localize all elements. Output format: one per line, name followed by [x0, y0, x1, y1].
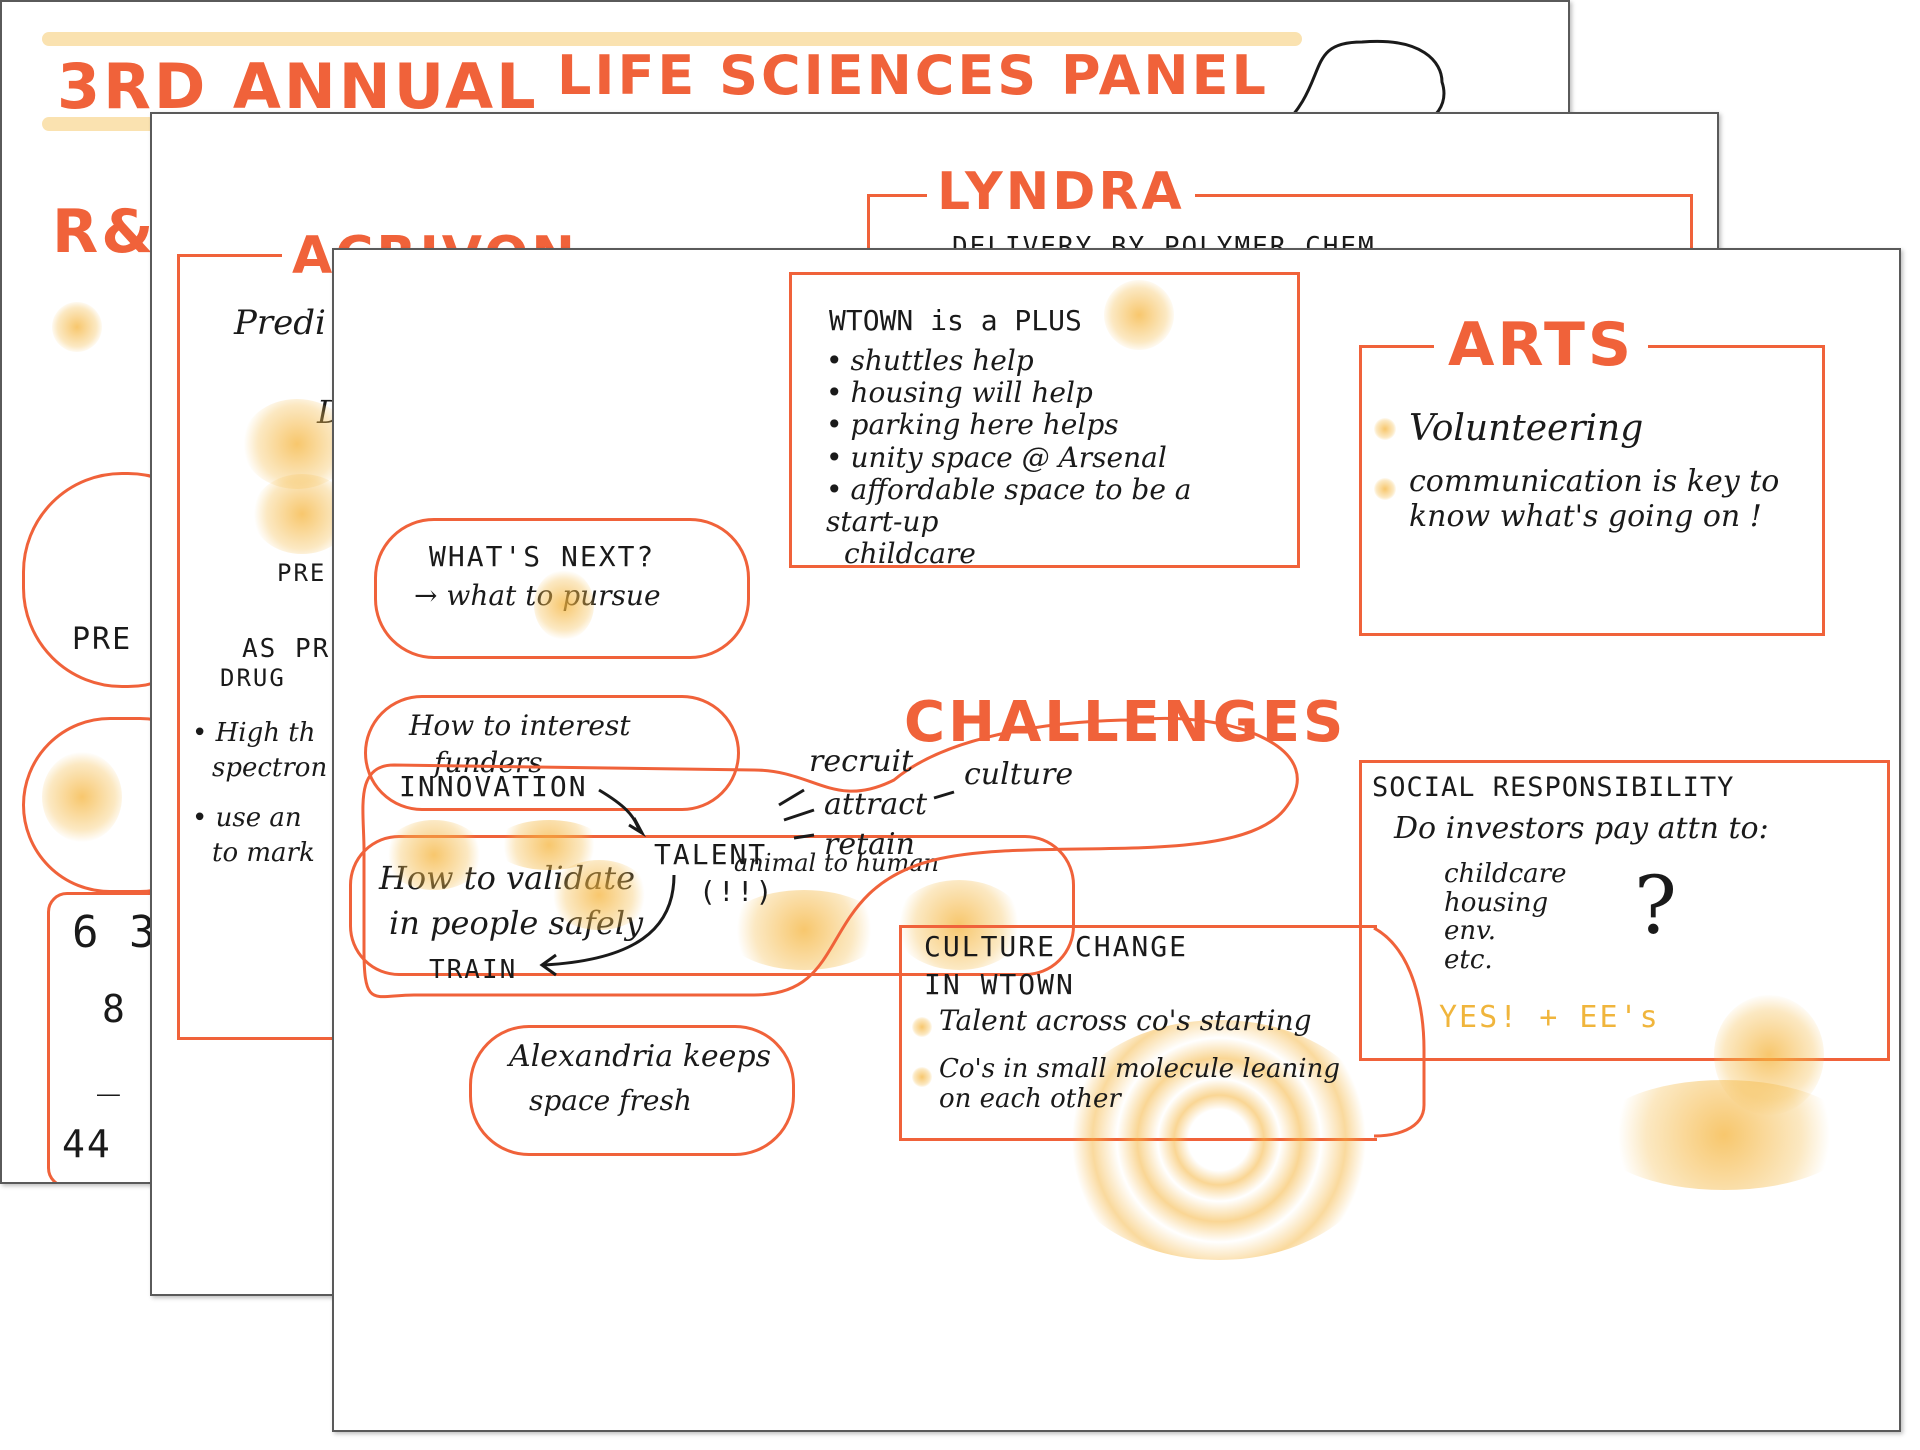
culture-change-title2: IN WTOWN [924, 968, 1075, 1001]
yellow-spiral [1054, 1020, 1384, 1260]
social-question: Do investors pay attn to: [1394, 811, 1769, 846]
whats-next-title: WHAT'S NEXT? [429, 540, 656, 573]
social-item: etc. [1444, 944, 1493, 975]
wtown-tail: childcare [844, 537, 976, 571]
event-title-part2: LIFE SCIENCES PANEL [557, 44, 1269, 107]
acrivon-partial-5: DRUG [220, 664, 286, 692]
partial-text: PRE [72, 622, 133, 657]
number-1: 6 3 [72, 907, 158, 958]
arts-item-2: communication is key to know what's goin… [1409, 464, 1780, 534]
culture-change-title1: CULTURE CHANGE [924, 930, 1189, 963]
yellow-people-left [384, 820, 484, 890]
culture-bullet-dot [912, 1067, 932, 1087]
recruit-label: recruit [809, 744, 914, 779]
wtown-item: parking here helps [826, 409, 1246, 441]
challenges-heading: CHALLENGES [904, 690, 1347, 755]
train-label: TRAIN [429, 955, 518, 985]
social-box [1359, 760, 1890, 1061]
number-4: 44 [62, 1122, 112, 1166]
acrivon-partial-1: Predi [234, 303, 326, 343]
lyndra-heading: LYNDRA [927, 162, 1195, 222]
event-title-part1: 3RD ANNUAL [57, 50, 539, 123]
acrivon-partial-4: AS PR [242, 634, 331, 664]
partial-heading: R& [52, 197, 157, 267]
culture-bullet-dot [912, 1017, 932, 1037]
social-item: housing [1444, 887, 1549, 918]
wtown-item: unity space @ Arsenal [826, 441, 1246, 474]
wtown-item: shuttles help [826, 344, 1246, 377]
wtown-title: WTOWN is a PLUS [829, 304, 1082, 337]
culture-change-item-1: Talent across co's starting [939, 1004, 1312, 1037]
arts-item-1: Volunteering [1409, 408, 1644, 449]
arts-bullet-dot [1374, 478, 1396, 500]
yellow-plus-sketch [1104, 280, 1174, 350]
retain-label: retain [824, 827, 915, 862]
title-highlight-top [42, 32, 1302, 46]
social-answer: YES! + EE's [1439, 1000, 1660, 1035]
social-item: env. [1444, 916, 1496, 947]
innovation-label: INNOVATION [399, 770, 588, 803]
arts-heading: ARTS [1434, 310, 1649, 380]
acrivon-bullet-1b: spectron [212, 753, 328, 783]
wtown-box [789, 272, 1300, 568]
culture-change-item-2: Co's in small molecule leaning on each o… [939, 1054, 1340, 1114]
culture-label: culture [964, 757, 1074, 792]
yellow-dot [52, 302, 102, 352]
wtown-item: affordable space to be a start-up [826, 473, 1246, 538]
funders-line1: How to interest [409, 709, 631, 742]
acrivon-bullet-1: • High th [192, 718, 316, 748]
question-mark: ? [1634, 859, 1677, 952]
number-3: _ [97, 1052, 122, 1096]
alexandria-line2: space fresh [529, 1084, 692, 1117]
alexandria-line1: Alexandria keeps [509, 1039, 771, 1074]
yellow-figure [42, 752, 122, 842]
yellow-question-sketch [534, 570, 594, 640]
yellow-scribble [1594, 1080, 1854, 1190]
whats-next-bubble [374, 518, 750, 659]
attract-label: attract [824, 787, 928, 822]
talent-exclaim: (!!) [699, 875, 775, 908]
sketch-page-3: WTOWN is a PLUS shuttles help housing wi… [332, 248, 1901, 1432]
wtown-item: housing will help [826, 376, 1246, 409]
social-item: childcare [1444, 859, 1567, 889]
acrivon-bullet-2b: to mark [212, 838, 315, 868]
social-list: childcare housing env. etc. [1444, 860, 1566, 974]
alexandria-bubble [469, 1025, 795, 1156]
number-2: 8 [102, 987, 127, 1031]
wtown-list: shuttles help housing will help parking … [826, 344, 1246, 571]
talent-label: TALENT [654, 838, 768, 871]
acrivon-bullet-2: • use an [192, 803, 302, 833]
social-title: SOCIAL RESPONSIBILITY [1372, 772, 1735, 803]
acrivon-partial-3: PRE [277, 559, 327, 587]
arts-bullet-dot [1374, 418, 1396, 440]
yellow-people-right [549, 860, 649, 930]
